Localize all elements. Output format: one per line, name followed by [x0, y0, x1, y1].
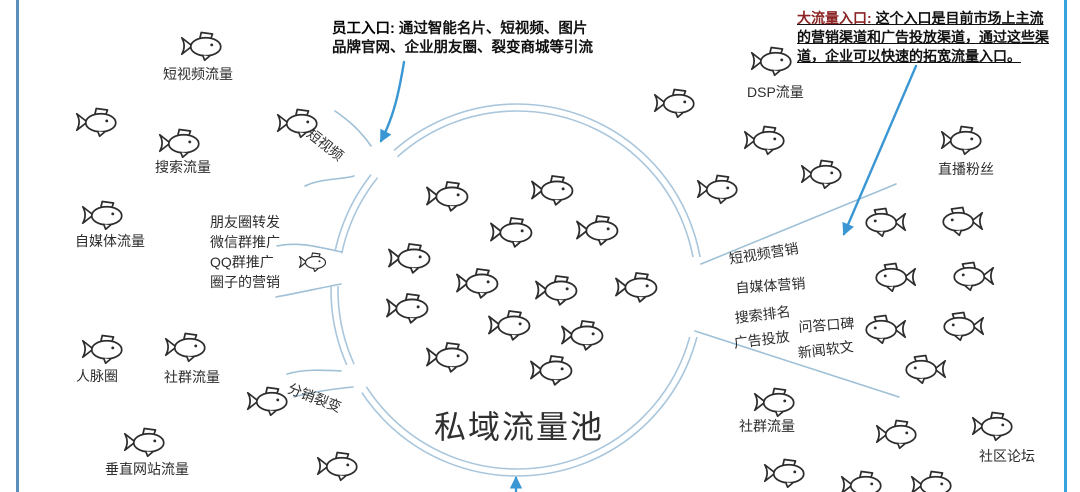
right-funnel-lower-line: [694, 330, 900, 398]
fish-icon: [456, 268, 499, 299]
big-traffic-entry-title: 大流量入口:: [797, 10, 872, 26]
fish-icon: [388, 243, 431, 274]
label-community-traffic-left: 社群流量: [164, 369, 220, 385]
fish-icon: [426, 181, 469, 212]
fish-icon: [164, 332, 206, 363]
label-community-traffic-right: 社群流量: [739, 418, 795, 434]
big-traffic-entry-annotation: 大流量入口: 这个入口是目前市场上主流 的营销渠道和广告投放渠道，通过这些渠 道…: [797, 9, 1049, 66]
fish-icon: [753, 387, 795, 418]
label-qa-reputation: 问答口碑: [797, 315, 855, 335]
fish-icon: [81, 200, 123, 231]
fish-icon: [653, 88, 695, 119]
fish-icon: [763, 458, 805, 489]
fish-icon: [488, 310, 531, 341]
fish-icon: [865, 314, 907, 345]
fish-icon: [953, 261, 995, 292]
fish-icon: [750, 46, 792, 77]
employee-entry-arrow: [379, 60, 406, 143]
social-marketing-list: 朋友圈转发 微信群推广 QQ群推广 圈子的营销: [210, 212, 280, 292]
label-live-fans: 直播粉丝: [938, 161, 994, 177]
fish-icon: [940, 125, 982, 156]
pool-title: 私域流量池: [434, 409, 605, 445]
fish-icon: [75, 107, 117, 138]
funnel-lines: [275, 110, 900, 398]
left-funnel-upper-line: [276, 243, 343, 253]
fish-icon: [615, 272, 658, 303]
fish-icon: [875, 419, 917, 450]
fish-icon: [576, 215, 619, 246]
label-wechat-group: 微信群推广: [210, 234, 280, 250]
fish-icon: [875, 262, 917, 293]
fish-icon: [561, 320, 604, 351]
fish-icon: [910, 470, 952, 492]
fish-icon: [942, 206, 984, 237]
big-traffic-entry-arrow: [842, 64, 918, 236]
employee-entry-line2: 品牌官网、企业朋友圈、裂变商城等引流: [332, 40, 593, 56]
fish-icon: [123, 427, 165, 458]
left-funnel-lower-line: [275, 283, 342, 298]
fish-icon: [426, 342, 469, 373]
right-border-line: [1064, 0, 1067, 492]
label-personal-network: 人脉圈: [76, 368, 118, 384]
label-short-video-traffic: 短视频流量: [163, 66, 233, 82]
fish-icon: [971, 411, 1013, 442]
fish-icon: [386, 293, 429, 324]
fish-icon: [530, 355, 573, 386]
fish-icon: [840, 470, 882, 492]
top-funnel-upper-line: [334, 110, 372, 147]
fish-icon: [943, 311, 985, 342]
label-search-traffic: 搜索流量: [155, 159, 211, 175]
fish-icon: [800, 159, 842, 190]
employee-entry-annotation: 员工入口: 通过智能名片、短视频、图片 品牌官网、企业朋友圈、裂变商城等引流: [332, 20, 593, 58]
left-border-line: [16, 0, 19, 492]
label-self-media-traffic: 自媒体流量: [75, 233, 145, 249]
fish-icon: [535, 275, 578, 306]
pool-openings: [315, 144, 718, 396]
label-dsp-traffic: DSP流量: [747, 84, 804, 100]
fish-icon: [905, 354, 947, 385]
big-traffic-line2: 的营销渠道和广告投放渠道，通过这些渠: [797, 29, 1049, 45]
fish-icon: [743, 125, 785, 156]
label-qq-group: QQ群推广: [210, 254, 274, 270]
fish-icon: [316, 451, 358, 482]
fish-icon: [246, 386, 288, 417]
label-moments-repost: 朋友圈转发: [210, 214, 280, 230]
employee-entry-title: 员工入口:: [332, 21, 395, 37]
fish-icon: [81, 334, 123, 365]
fish-icon: [531, 175, 574, 206]
employee-entry-line1: 通过智能名片、短视频、图片: [398, 21, 588, 37]
big-traffic-line1: 这个入口是目前市场上主流: [875, 10, 1044, 26]
bottom-funnel-upper-line: [286, 369, 342, 375]
label-circle-marketing: 圈子的营销: [210, 274, 280, 290]
big-traffic-line3: 道，企业可以快速的拓宽流量入口。: [797, 48, 1021, 64]
bottom-funnel-lower-line: [293, 386, 354, 398]
right-funnel-upper-line: [700, 183, 897, 265]
fish-icon: [158, 128, 200, 159]
label-vertical-site-traffic: 垂直网站流量: [105, 461, 189, 477]
label-community-forum: 社区论坛: [979, 448, 1035, 464]
fish-icon: [865, 207, 907, 238]
fish-icon: [490, 217, 533, 248]
top-funnel-lower-line: [304, 175, 355, 187]
fish-icon: [180, 31, 222, 62]
fish-icon: [696, 174, 738, 205]
